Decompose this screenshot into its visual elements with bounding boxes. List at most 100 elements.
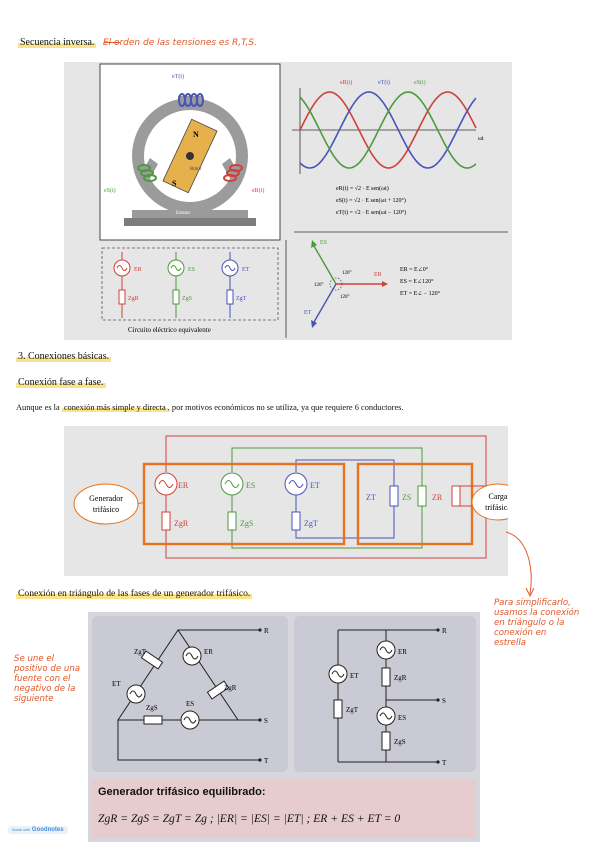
f3l-imp-zgt: ZgT <box>134 648 147 656</box>
src-es: ES <box>188 267 195 273</box>
figure3-svg: ZgT ZgR ZgS ER ET ES R S T ER ET ES ZgR … <box>92 616 476 772</box>
note-left-line: negativo de la <box>14 684 76 694</box>
rotor-icon <box>162 118 218 194</box>
f2-load-zs: ZS <box>402 493 411 502</box>
figure2-svg: ER ES ET ZgR ZgS ZgT ZT ZS ZR Generador … <box>73 435 525 559</box>
imp-zgt: ZgT <box>236 296 247 302</box>
note-left-line: siguiente <box>14 694 54 704</box>
f3l-src-et: ET <box>112 680 121 688</box>
f2-load-zr: ZR <box>432 493 443 502</box>
f3l-src-es: ES <box>186 700 194 708</box>
fase-a-fase-heading: Conexión fase a fase. <box>16 377 106 388</box>
angle-1: 120° <box>342 271 352 276</box>
sine-waves: eR(t) eT(t) eS(t) ωt <box>292 79 484 174</box>
f3r-imp-zgt: ZgT <box>346 706 359 714</box>
f3r-term-s: S <box>442 697 446 705</box>
angle-3: 120° <box>340 295 350 300</box>
figure1-svg: N S Rotor Estator eT(t) eS(t) eR(t) eR(t… <box>99 63 508 338</box>
f2-imp-zgs: ZgS <box>240 519 253 528</box>
phasor-er: ER <box>374 272 382 278</box>
f3l-term-t: T <box>264 757 269 765</box>
f2-imp-zgt: ZgT <box>304 519 318 528</box>
carga-label-1: Carga <box>489 492 508 501</box>
note-right-line: en triángulo o la <box>494 618 565 628</box>
paragraph-pre: Aunque es la <box>16 403 62 412</box>
arrow-icon <box>104 42 120 43</box>
phasor-es: ES <box>320 240 327 246</box>
fase-a-fase-title: Conexión fase a fase. <box>16 377 106 388</box>
note-right: Para simplificarlo, usamos la conexión e… <box>494 598 579 648</box>
f2-src-et: ET <box>310 481 320 490</box>
note-left: Se une el positivo de una fuente con el … <box>14 654 80 704</box>
estator-label: Estator <box>176 211 190 216</box>
axis-wt: ωt <box>478 136 484 142</box>
gen-source-s <box>220 472 244 531</box>
phasor-diagram: ES ER ET 120° 120° 120° ER = E∠0° ES = E… <box>304 240 441 328</box>
f3l-src-er: ER <box>204 648 213 656</box>
eq-et: eT(t) = √2 · E sen(ωt − 120°) <box>336 209 406 216</box>
triangulo-heading: Conexión en triángulo de las fases de un… <box>16 588 253 599</box>
generador-label-2: trifásico <box>93 505 119 514</box>
phasor-et: ET <box>304 310 312 316</box>
imp-zgs: ZgS <box>182 296 192 302</box>
coil-t-icon <box>178 93 204 107</box>
goodnotes-brand: Goodnotes <box>31 827 64 833</box>
f3r-term-r: R <box>442 627 447 635</box>
equilibrado-box: Generador trifásico equilibrado: ZgR = Z… <box>92 780 476 838</box>
secuencia-title: Secuencia inversa. <box>18 37 97 48</box>
eq-er: eR(t) = √2 · E sen(ωt) <box>336 185 389 192</box>
generador-label-1: Generador <box>89 494 123 503</box>
f3r-term-t: T <box>442 759 447 767</box>
rotor-n-label: N <box>193 130 199 139</box>
note-left-line: positivo de una <box>14 664 81 674</box>
angle-2: 120° <box>314 283 324 288</box>
imp-zgr: ZgR <box>128 296 139 302</box>
gen-source-t <box>284 472 308 531</box>
gen-source-r <box>154 472 178 531</box>
note-right-line: usamos la conexión <box>494 608 580 618</box>
f3l-imp-zgs: ZgS <box>146 704 158 712</box>
note-right-line: conexión en <box>494 628 547 638</box>
f3r-src-es: ES <box>398 714 406 722</box>
f3r-src-er: ER <box>398 648 407 656</box>
f2-src-er: ER <box>178 481 189 490</box>
rotor-label: Rotor <box>190 167 202 172</box>
legend-et: eT(t) <box>378 79 390 86</box>
phasor-eq-et: ET = E∠ − 120° <box>400 290 441 297</box>
f2-imp-zgr: ZgR <box>174 519 189 528</box>
curved-arrow-icon <box>505 531 535 598</box>
rotor-s-label: S <box>172 179 177 188</box>
legend-es: eS(t) <box>414 79 426 86</box>
src-et: ET <box>242 267 250 273</box>
er-label: eR(t) <box>252 187 264 194</box>
coil-r-icon <box>223 164 243 182</box>
f3r-imp-zgr: ZgR <box>394 674 407 682</box>
eq-es: eS(t) = √2 · E sen(ωt + 120°) <box>336 197 406 204</box>
f3r-imp-zgs: ZgS <box>394 738 406 746</box>
paragraph-fase: Aunque es la conexión más simple y direc… <box>16 403 404 412</box>
legend-er: eR(t) <box>340 79 352 86</box>
note-left-line: fuente con el <box>14 674 71 684</box>
figure-generator-principle: N S Rotor Estator eT(t) eS(t) eR(t) eR(t… <box>64 62 512 340</box>
note-left-line: Se une el <box>14 654 55 664</box>
paragraph-highlight: conexión más simple y directa <box>61 403 168 412</box>
section-3-title: 3. Conexiones básicas. <box>16 351 112 362</box>
f3l-term-r: R <box>264 627 269 635</box>
paragraph-post: , por motivos económicos no se utiliza, … <box>167 403 404 412</box>
f2-src-es: ES <box>246 481 255 490</box>
equilibrado-formula: ZgR = ZgS = ZgT = Zg ; |ER| = |ES| = |ET… <box>98 812 401 825</box>
carga-label-2: trifásica <box>485 503 508 512</box>
triangulo-title: Conexión en triángulo de las fases de un… <box>16 588 253 599</box>
coil-s-icon <box>137 164 157 182</box>
src-er: ER <box>134 267 142 273</box>
f3l-term-s: S <box>264 717 268 725</box>
note-right-line: estrella <box>494 638 526 648</box>
et-label: eT(t) <box>172 73 184 80</box>
f3l-imp-zgr: ZgR <box>224 684 237 692</box>
es-label: eS(t) <box>104 187 116 194</box>
secuencia-note: El orden de las tensiones es R,T,S. <box>102 38 257 48</box>
secuencia-heading: Secuencia inversa. El orden de las tensi… <box>18 37 257 48</box>
made-with-label: Made with <box>12 827 31 832</box>
circuit-caption: Circuito eléctrico equivalente <box>128 326 211 334</box>
goodnotes-badge: Made with Goodnotes <box>8 826 68 834</box>
